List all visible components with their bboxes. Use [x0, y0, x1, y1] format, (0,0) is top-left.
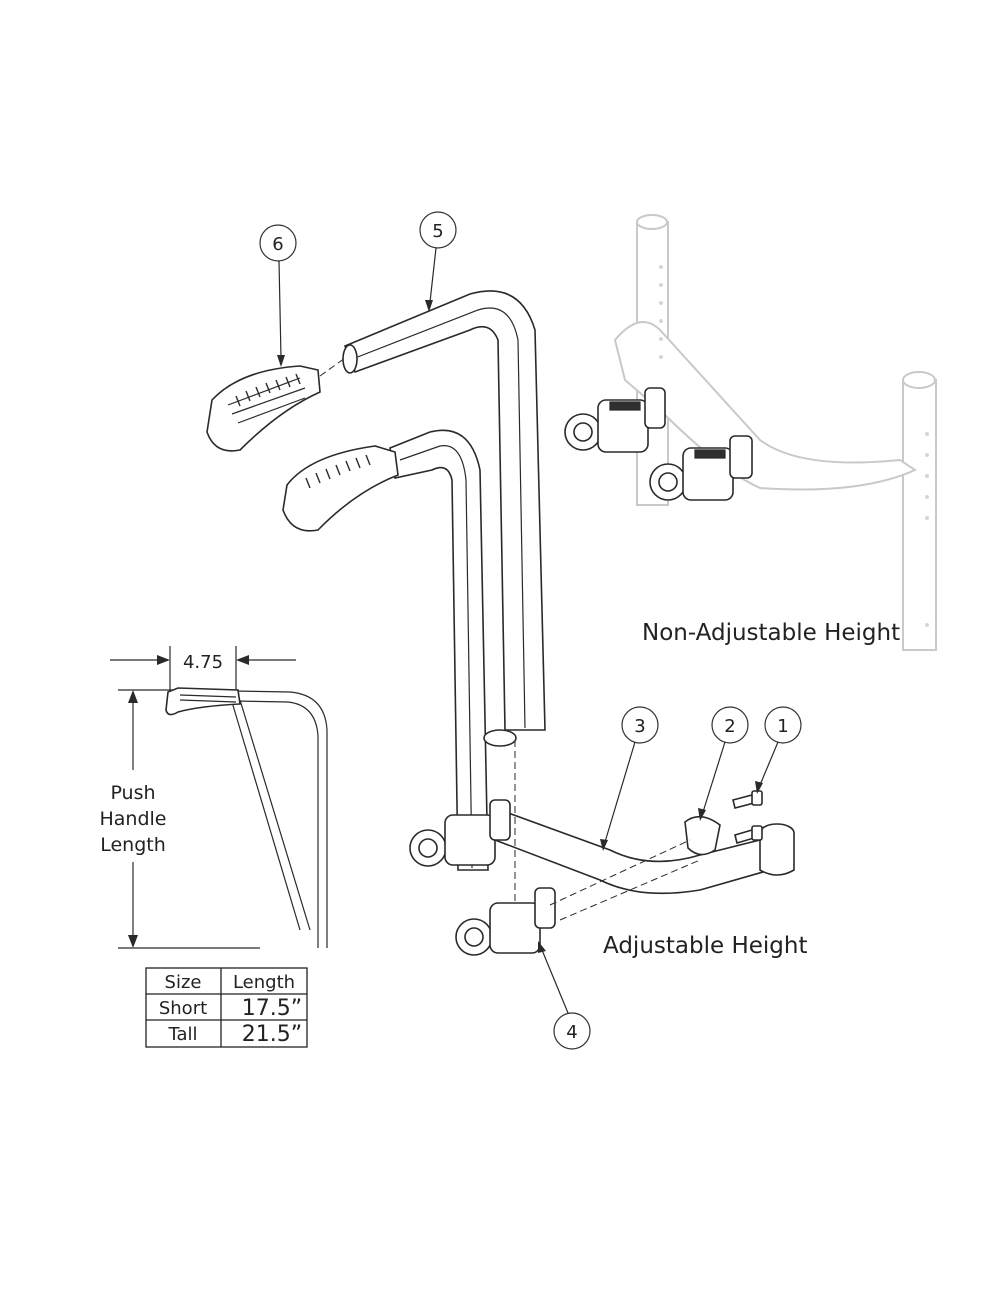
table-header-size: Size — [165, 972, 202, 993]
dimension-detail: 4.75 Push Handle Length — [99, 646, 328, 949]
callout-2: 2 — [698, 706, 749, 821]
adjustable-label: Adjustable Height — [603, 933, 807, 959]
callout-6: 6 — [259, 224, 297, 367]
table-cell-size-tall: Tall — [167, 1024, 197, 1045]
push-handle-tube-part-5 — [342, 290, 546, 731]
svg-text:2: 2 — [724, 716, 735, 737]
table-cell-length-short: 17.5” — [242, 996, 302, 1021]
adjustable-assembly — [409, 729, 795, 956]
svg-text:1: 1 — [777, 716, 788, 737]
svg-text:3: 3 — [634, 716, 645, 737]
clamp-lower — [649, 435, 753, 501]
push-handle-label-2: Handle — [99, 808, 166, 830]
svg-text:6: 6 — [272, 234, 283, 255]
callout-3: 3 — [600, 706, 659, 851]
clamp-upper — [564, 387, 666, 453]
size-table: Size Length Short 17.5” Tall 21.5” — [145, 967, 308, 1048]
non-adjustable-label: Non-Adjustable Height — [642, 620, 900, 646]
table-cell-length-tall: 21.5” — [242, 1022, 302, 1047]
grip-part-6 — [206, 357, 346, 452]
callout-1: 1 — [755, 706, 802, 794]
dimension-value: 4.75 — [183, 652, 223, 673]
table-header-length: Length — [233, 972, 295, 993]
push-handle-label-3: Length — [100, 834, 166, 856]
non-adjustable-assembly — [564, 214, 937, 651]
callout-4: 4 — [538, 941, 591, 1050]
svg-text:5: 5 — [432, 221, 443, 242]
push-handle-label-1: Push — [110, 782, 155, 804]
push-handle-assembled — [282, 429, 489, 871]
svg-text:4: 4 — [566, 1022, 577, 1043]
table-cell-size-short: Short — [159, 998, 207, 1019]
callout-5: 5 — [419, 211, 457, 312]
